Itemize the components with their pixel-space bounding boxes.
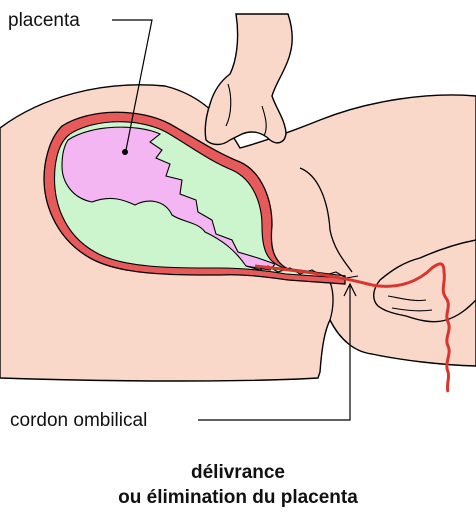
placenta-pointer-dot (122, 149, 128, 155)
caption-subtitle: ou élimination du placenta (0, 486, 476, 510)
placenta-label: placenta (8, 10, 80, 31)
upper-hand (205, 14, 292, 145)
caption-title: délivrance (0, 461, 476, 485)
cord-label: cordon ombilical (10, 410, 147, 431)
